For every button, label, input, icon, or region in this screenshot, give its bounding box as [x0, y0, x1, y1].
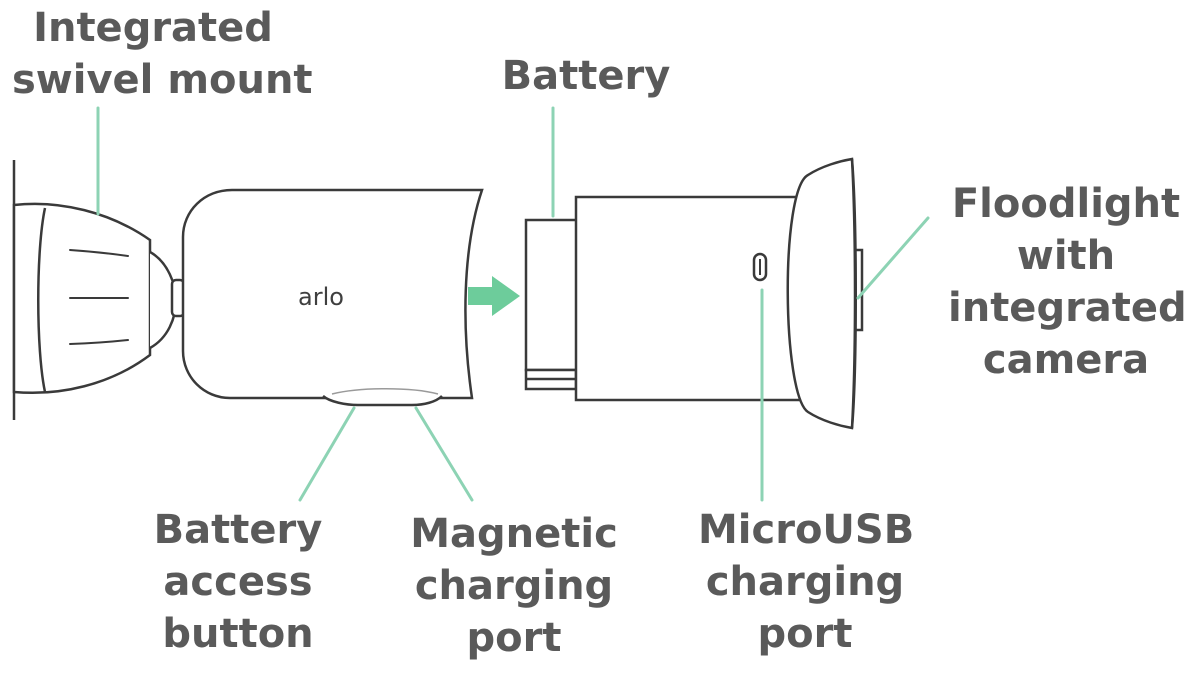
leader-lines	[96, 106, 930, 502]
label-battery-access-button: Battery access button	[148, 504, 328, 660]
label-integrated-swivel-mount: Integrated swivel mount	[12, 2, 313, 106]
label-line: Floodlight	[951, 181, 1181, 227]
label-line: port	[466, 615, 562, 661]
label-line: MicroUSB	[698, 507, 915, 553]
label-line: Magnetic	[410, 511, 618, 557]
label-line: charging	[705, 559, 905, 605]
label-line: button	[162, 611, 314, 657]
label-battery: Battery	[498, 50, 674, 102]
label-line: with	[1016, 233, 1116, 279]
battery-access-button-shape	[322, 394, 443, 407]
leader-battery-access	[298, 406, 356, 502]
leader-floodlight	[856, 216, 930, 300]
label-line: camera	[982, 337, 1150, 383]
arlo-logo: arlo	[298, 283, 344, 311]
label-line: swivel mount	[12, 57, 313, 103]
battery-unit	[524, 195, 807, 402]
microusb-port-inner	[759, 259, 761, 275]
leader-magnetic	[414, 406, 474, 502]
label-floodlight-camera: Floodlight with integrated camera	[948, 178, 1185, 386]
label-line: Battery	[501, 53, 671, 99]
label-microusb-charging-port: MicroUSB charging port	[698, 504, 915, 660]
label-line: Battery	[153, 507, 323, 553]
camera-housing	[181, 188, 484, 400]
label-magnetic-charging-port: Magnetic charging port	[410, 508, 618, 664]
label-line: integrated	[948, 285, 1185, 331]
magnetic-port-outline	[331, 388, 439, 395]
label-line: charging	[414, 563, 614, 609]
label-line: access	[163, 559, 313, 605]
label-line: port	[757, 611, 853, 657]
mount-grip-ridges	[69, 249, 129, 345]
arrow-right-icon	[468, 276, 520, 316]
floodlight-ring	[786, 157, 864, 430]
label-line: Integrated	[33, 5, 273, 51]
